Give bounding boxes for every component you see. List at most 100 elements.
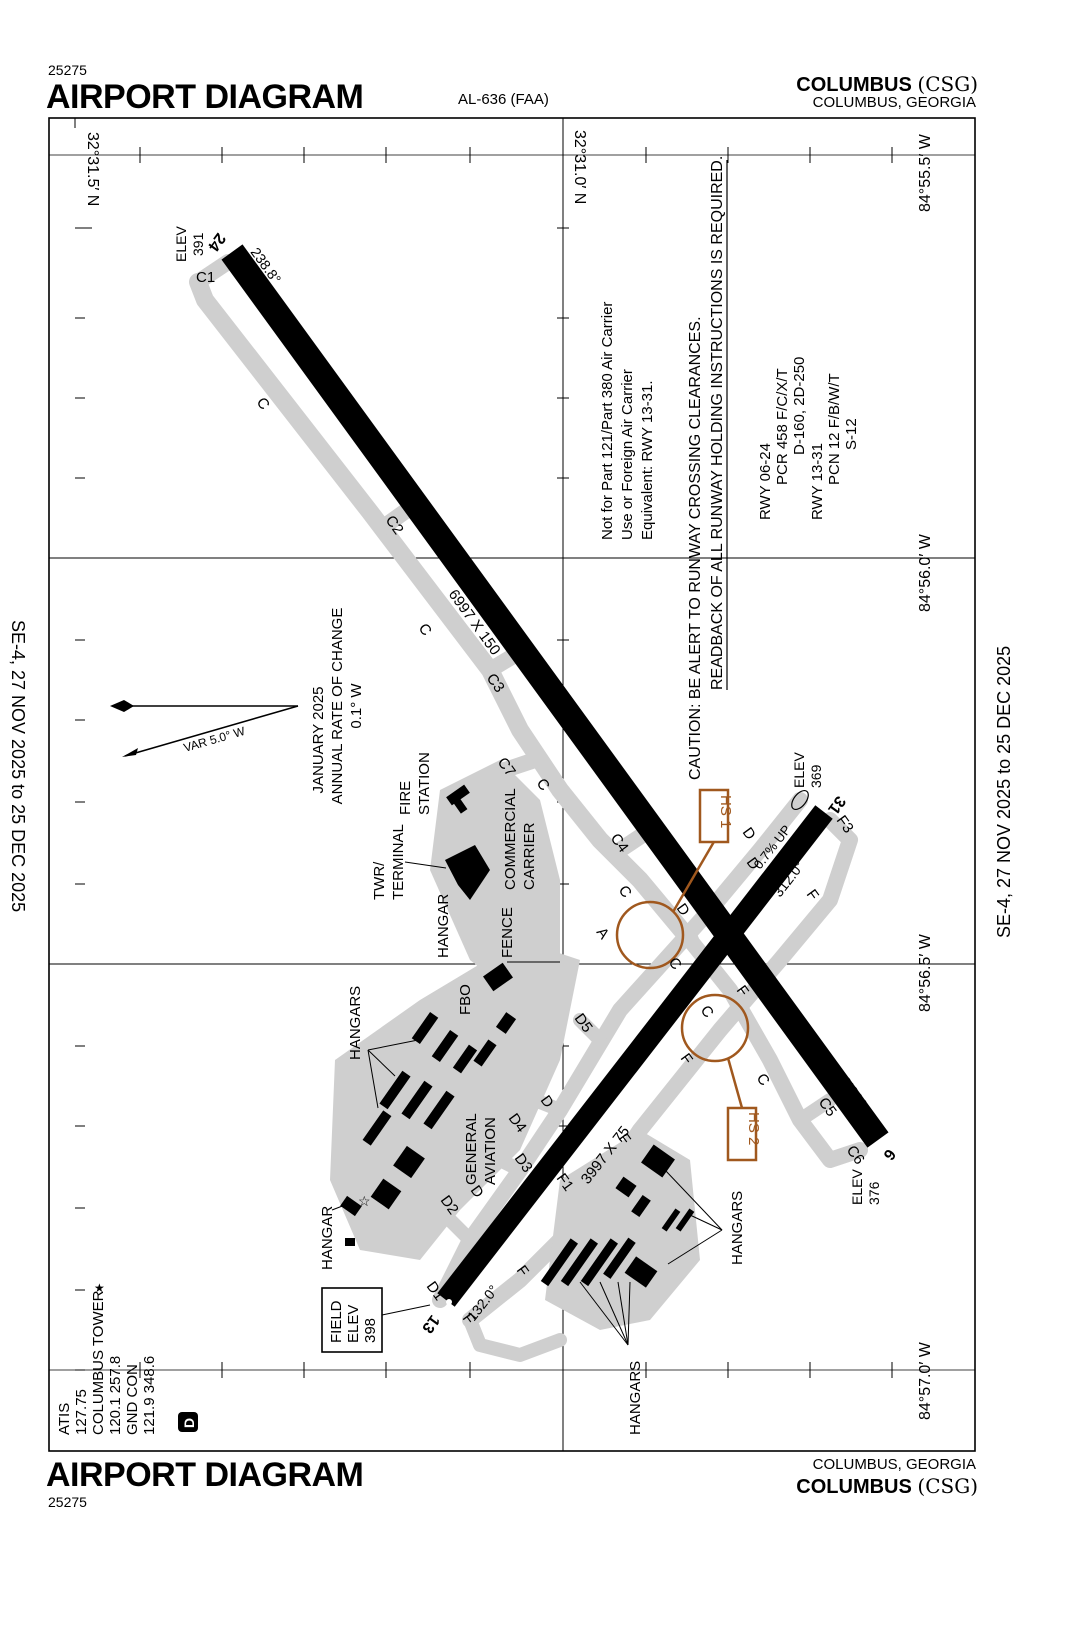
tw-c-hs1: C [615, 882, 635, 901]
elev-6-label: ELEV [849, 1169, 865, 1205]
taxiway-f [462, 812, 858, 1328]
cycle-date-right: SE-4, 27 NOV 2025 to 25 DEC 2025 [994, 646, 1014, 938]
beacon-icon: ☆ [358, 1193, 371, 1209]
elev-6-value: 376 [866, 1181, 882, 1205]
hotspot-hs2: HS 2 [680, 993, 762, 1162]
mag-var-text: VAR 5.0° W [182, 724, 247, 755]
lon-label-4: 84°57.0′ W [917, 1341, 934, 1420]
hangar-9 [393, 1145, 425, 1179]
taxiway-c1 [190, 254, 236, 290]
taxiway-d [432, 792, 808, 1308]
fire-station-wing [450, 794, 468, 814]
ga-apron [330, 940, 580, 1260]
hangar-4 [473, 1039, 497, 1067]
hangar-3 [452, 1044, 478, 1074]
doc-number-bottom: 25275 [48, 1494, 87, 1510]
twr-leader [404, 861, 447, 869]
city-state-top: COLUMBUS, GEORGIA [812, 94, 976, 111]
page-title-top: AIRPORT DIAGRAM [46, 78, 364, 116]
elev-24-label: ELEV [173, 226, 189, 262]
taxiway-d5 [573, 1013, 607, 1047]
strength-l6: S-12 [843, 418, 860, 450]
strength-l1: RWY 06-24 [757, 443, 774, 520]
mag-var-symbol [110, 700, 299, 757]
hangar-west-leader [331, 1204, 346, 1211]
twr-label-2: TERMINAL [390, 824, 407, 900]
hangar-5 [379, 1070, 411, 1110]
hangars-label-south: HANGARS [627, 1361, 644, 1435]
twr-label-1: TWR/ [371, 861, 388, 900]
ga-label-2: AVIATION [482, 1117, 499, 1185]
d-atis-icon-label: D [181, 1418, 197, 1428]
taxiway-c3 [482, 647, 523, 678]
commercial-label-1: COMMERCIAL [502, 788, 519, 890]
caution-line-2: READBACK OF ALL RUNWAY HOLDING INSTRUCTI… [709, 156, 726, 690]
fire-label-2: STATION [416, 752, 433, 815]
rwy-6-label: 6 [879, 1146, 898, 1163]
hotspot-hs1: HS 1 [615, 788, 734, 970]
runway-06-24 [221, 244, 889, 1148]
field-elev-l2: ELEV [345, 1305, 362, 1343]
magvar-date: JANUARY 2025 [310, 686, 327, 793]
hangar-1 [411, 1012, 439, 1044]
tw-c1: C1 [196, 269, 215, 286]
lat-label-mid: 32°31.0′ N [571, 130, 588, 204]
hangars-leaders-south-east [664, 1169, 723, 1265]
ga-label-1: GENERAL [463, 1113, 480, 1185]
lon-label-1: 84°55.5′ W [917, 133, 934, 212]
doc-number-top: 25275 [48, 62, 87, 78]
hangar-label-west: HANGAR [319, 1206, 336, 1270]
field-elev-leader [381, 1304, 431, 1316]
tw-c-mid: C [415, 620, 435, 639]
buildings [340, 784, 695, 1288]
elev-31-label: ELEV [791, 752, 807, 788]
magvar-rate-value: 0.1° W [348, 683, 365, 729]
runway-13-31 [437, 805, 833, 1307]
taxiway-c-south [682, 932, 868, 1168]
fbo-building [495, 1012, 517, 1034]
chart-frame [48, 117, 976, 1452]
lon-label-3: 84°56.5′ W [917, 933, 934, 1012]
hangar-6 [401, 1080, 433, 1120]
magvar-rate-label: ANNUAL RATE OF CHANGE [329, 608, 346, 805]
taxiway-c [189, 273, 699, 949]
south-hangar-2 [615, 1176, 637, 1198]
field-elev-l1: FIELD [328, 1300, 345, 1343]
airport-name-bottom: COLUMBUS (CSG) [796, 1474, 978, 1498]
field-elev-box [321, 1287, 383, 1353]
note-line-1: Not for Part 121/Part 380 Air Carrier [599, 302, 616, 540]
south-hangar-10 [624, 1256, 658, 1288]
commercial-label-2: CARRIER [521, 822, 538, 890]
hotspot-hs1-label: HS 1 [717, 795, 734, 828]
caution-line-1: CAUTION: BE ALERT TO RUNWAY CROSSING CLE… [687, 316, 704, 780]
hangar-7 [423, 1090, 455, 1130]
hangars-label-north: HANGARS [347, 986, 364, 1060]
tw-c-hs2: C [697, 1002, 717, 1021]
lat-label-left: 32°31.5′ N [84, 132, 101, 206]
tower-star-icon: ★ [94, 1281, 105, 1295]
rwy-13-label: 13 [418, 1312, 442, 1336]
elev-24-value: 391 [190, 232, 206, 256]
south-hangar-7 [560, 1238, 599, 1287]
terminal-building [445, 845, 490, 900]
hangar-8 [362, 1110, 392, 1146]
hangar-label-fence: HANGAR [435, 894, 452, 958]
airport-name-top: COLUMBUS (CSG) [796, 72, 978, 96]
south-hangar-9 [603, 1237, 636, 1279]
hangars-leaders-south [579, 1281, 631, 1346]
runway-13-end-marker [446, 1299, 452, 1305]
d-atis-icon [178, 1412, 198, 1432]
page-title-bottom: AIRPORT DIAGRAM [46, 1456, 364, 1494]
grid-ticks-bottom [139, 147, 893, 1378]
hangars-leaders-north [367, 1039, 419, 1109]
strength-l5: PCN 12 F/B/W/T [826, 373, 843, 485]
taxiway-c5 [793, 1093, 837, 1127]
hangar-12 [345, 1238, 355, 1246]
note-line-3: Equivalent: RWY 13-31. [639, 380, 656, 540]
note-line-2: Use or Foreign Air Carrier [619, 369, 636, 540]
south-hangar-5 [675, 1208, 695, 1232]
strength-l2: PCR 458 F/C/X/T [774, 368, 791, 485]
south-hangar-4 [661, 1208, 681, 1232]
elev-31-value: 369 [808, 764, 824, 788]
